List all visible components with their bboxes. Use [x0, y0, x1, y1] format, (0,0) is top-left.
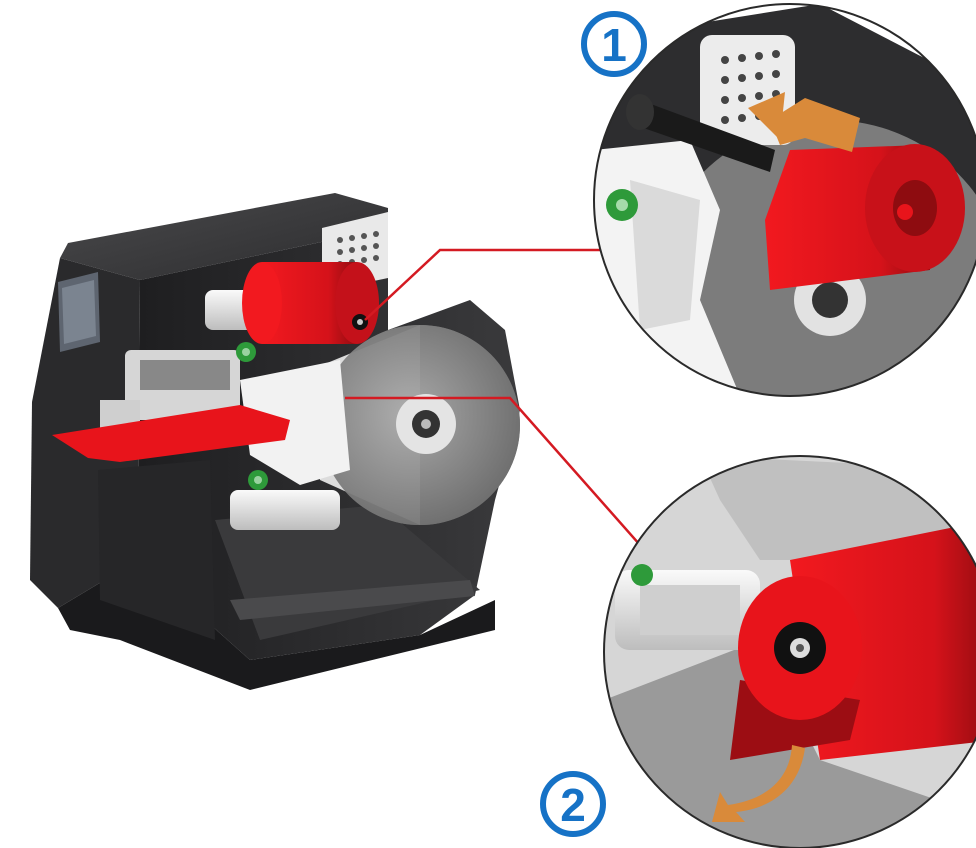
printer-top-lid [60, 193, 388, 280]
orange-arrow [770, 98, 860, 152]
callout-line-2 [345, 396, 641, 546]
ribbon-roll [242, 262, 379, 344]
step-number-2: 2 [560, 779, 586, 831]
callout-lines [345, 248, 641, 546]
print-mechanism [100, 350, 350, 530]
callout-line-1 [364, 248, 602, 321]
ribbon-strip [52, 405, 290, 462]
green-knob [631, 564, 653, 586]
printer-illustration [30, 193, 520, 690]
ribbon-roll [765, 144, 965, 290]
step-badge-2: 2 [540, 771, 606, 837]
detail-circle-2 [603, 455, 976, 848]
detail-circle-1 [593, 3, 976, 397]
orange-arrow [712, 745, 805, 822]
step-badge-1: 1 [581, 11, 647, 77]
ribbon-roll [730, 520, 976, 760]
printer-lower-door [98, 460, 215, 640]
step-number-1: 1 [601, 19, 627, 71]
